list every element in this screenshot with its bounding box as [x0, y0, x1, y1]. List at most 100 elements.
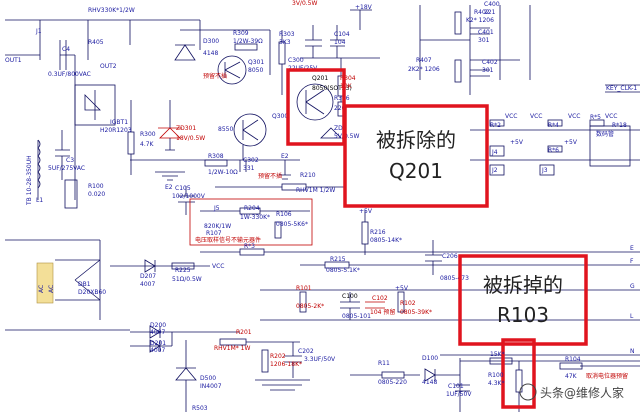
label-e2b: E2 [281, 153, 289, 160]
label-r204-val: 1W-330K* [240, 214, 270, 221]
r103-location-box [501, 338, 536, 409]
label-c101-val: 1UF/50V [446, 391, 472, 398]
r103-callout-box [458, 254, 588, 346]
label-zd301: ZD301 [176, 125, 196, 132]
label-net-e: E [630, 245, 634, 252]
label-c105: C105 [175, 185, 191, 192]
label-rhv: RHV330K*1/2W [88, 7, 135, 14]
label-j2: J2 [491, 167, 498, 174]
sense-note-box [189, 198, 313, 246]
label-igbt-part: H20R1203 [100, 127, 132, 134]
label-r3: R*3 [244, 243, 255, 250]
label-r405: R405 [88, 39, 104, 46]
label-r215: R215 [330, 256, 346, 263]
label-c104-val: 104 [334, 39, 346, 46]
label-c401: C401 [478, 29, 494, 36]
label-j5: J5 [213, 205, 220, 212]
label-d300: D300 [203, 38, 219, 45]
label-c400: C400 [484, 1, 500, 8]
label-c100: C100 [342, 293, 358, 300]
label-c402: C402 [482, 59, 498, 66]
label-note-cut: 取消电位器预留 [586, 372, 628, 380]
label-c100-val: 0805-101 [342, 313, 371, 320]
label-d200-val: 4007 [150, 329, 165, 336]
label-d500-val: IN4007 [200, 383, 222, 390]
label-c102-val: 104 预留 [370, 308, 395, 316]
label-r202: R202 [270, 353, 286, 360]
label-r407-val: 2K2* 1206 [408, 66, 440, 73]
label-r106-val: 0805-5K6* [276, 221, 308, 228]
label-r102-val: 0805-39K* [400, 309, 432, 316]
label-r101-val: 0805-2K* [296, 303, 324, 310]
r103-callout-line2: R103 [497, 303, 549, 327]
label-d207-val: 4007 [140, 281, 155, 288]
label-out1: OUT1 [5, 57, 22, 64]
label-5v-b: +5V [395, 285, 409, 292]
label-note-reserve2: 预留不插 [258, 172, 282, 180]
label-3v: 3V/0.5W [292, 0, 317, 7]
label-r201-val: RHV1M* 1W [214, 345, 251, 352]
control-section [350, 5, 640, 412]
label-r306: R306 [334, 95, 350, 102]
label-vcc1: VCC [505, 113, 517, 120]
label-db1: DB1 [78, 281, 91, 288]
label-net-g: G [630, 283, 635, 290]
label-c102: C102 [372, 295, 388, 302]
label-r304: R304 [340, 75, 356, 82]
label-18v: +18V [355, 4, 373, 11]
label-display: 数码管 [596, 130, 614, 138]
label-r303: R303 [279, 31, 295, 38]
label-d300-val: 4148 [203, 50, 218, 57]
label-l1: L1 [36, 197, 43, 204]
label-r402-val: K2* 1206 [466, 17, 494, 24]
label-note-reserve1: 预留不插 [203, 72, 227, 80]
label-c206: C206 [442, 253, 458, 260]
label-j3: J3 [541, 167, 548, 174]
label-r102: R102 [400, 300, 416, 307]
label-5v-d: +5V [564, 139, 578, 146]
label-r308: R308 [208, 153, 224, 160]
label-net-l: L [630, 313, 634, 320]
label-d500: D500 [200, 375, 216, 382]
label-r101: R101 [296, 285, 312, 292]
label-c3: C3 [66, 157, 74, 164]
label-r5: R*5 [590, 114, 601, 121]
label-r104-val: 47K [565, 373, 578, 380]
label-r107: R107 [206, 230, 222, 237]
label-r402: R402 [474, 9, 490, 16]
label-r2: R*2 [490, 122, 501, 129]
label-r215-val: 0805-5.1K* [326, 267, 360, 274]
label-q300: Q300 [272, 113, 288, 120]
label-r201: R201 [236, 329, 252, 336]
label-r104: R104 [565, 356, 581, 363]
label-r225-val: 51Ω/0.5W [172, 276, 202, 283]
label-ac1: AC [38, 285, 45, 293]
label-tb: TB 10-28-350UH [26, 155, 33, 206]
label-zd301-val: 18V/0.5W [176, 135, 205, 142]
label-c104: C104 [334, 31, 350, 38]
label-r503: R503 [192, 405, 208, 412]
label-r300-val: 4.7K [140, 141, 155, 148]
label-15k: 15K* [490, 351, 505, 358]
label-c302-val: 331 [243, 165, 255, 172]
q201-annotation: 被拆除的 Q201 [286, 68, 489, 208]
watermark-logo-icon [519, 383, 537, 401]
label-net-f: F [630, 258, 634, 265]
label-q301: Q301 [248, 59, 264, 66]
label-r303-val: 3K3 [279, 39, 291, 46]
label-zd: ZD [334, 125, 343, 132]
label-d201: D201 [150, 340, 166, 347]
label-r202-val: 1206-18K* [270, 361, 302, 368]
label-j4: J4 [491, 149, 498, 156]
label-r216-val: 0805-14K* [370, 237, 402, 244]
watermark: 头条@维修人家 [519, 383, 624, 401]
label-r407: R407 [416, 57, 432, 64]
label-key: KEY_CLK-1 [606, 85, 637, 92]
q301-symbol [217, 55, 247, 85]
label-e2a: E2 [165, 184, 173, 191]
label-igbt: IGBT1 [110, 119, 128, 126]
label-vcc4: VCC [605, 113, 617, 120]
label-r300: R300 [140, 131, 156, 138]
label-5v-a: +5V [359, 208, 373, 215]
label-c400-val: 221 [484, 9, 496, 16]
